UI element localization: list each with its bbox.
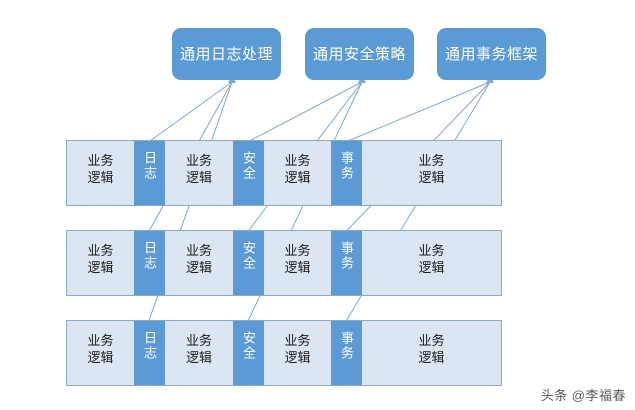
business-logic-line-2: 逻辑 [284, 350, 311, 365]
business-logic-cell: 业务逻辑 [165, 321, 233, 385]
business-logic-line-2: 逻辑 [418, 260, 445, 275]
business-logic-line-2: 逻辑 [185, 260, 212, 275]
business-logic-line-1: 业务 [284, 153, 311, 168]
concern-cell-transaction[interactable]: 事务 [331, 231, 362, 295]
concern-cell-label: 事务 [339, 331, 354, 361]
connector-line [247, 81, 363, 143]
business-logic-line-2: 逻辑 [87, 260, 114, 275]
business-logic-line-2: 逻辑 [185, 350, 212, 365]
business-logic-cell: 业务逻辑 [362, 321, 501, 385]
connector-line [345, 81, 491, 143]
concern-cell-label: 事务 [339, 241, 354, 271]
business-logic-line-1: 业务 [87, 243, 114, 258]
module-row-inner: 业务逻辑业务逻辑业务逻辑业务逻辑日志安全事务 [67, 231, 501, 295]
module-row-inner: 业务逻辑业务逻辑业务逻辑业务逻辑日志安全事务 [67, 321, 501, 385]
business-logic-cell: 业务逻辑 [67, 141, 134, 205]
business-logic-line-2: 逻辑 [87, 170, 114, 185]
business-logic-cell: 业务逻辑 [362, 141, 501, 205]
business-logic-line-1: 业务 [418, 153, 445, 168]
concern-cell-transaction[interactable]: 事务 [331, 141, 362, 205]
concern-cell-security[interactable]: 安全 [233, 141, 264, 205]
module-row: 业务逻辑业务逻辑业务逻辑业务逻辑日志安全事务 [66, 230, 502, 296]
business-logic-line-1: 业务 [284, 333, 311, 348]
concern-cell-security[interactable]: 安全 [233, 231, 264, 295]
concern-cell-label: 安全 [241, 241, 256, 271]
aspect-box-logging[interactable]: 通用日志处理 [172, 28, 281, 80]
business-logic-line-2: 逻辑 [418, 350, 445, 365]
business-logic-cell: 业务逻辑 [165, 141, 233, 205]
business-logic-line-2: 逻辑 [185, 170, 212, 185]
module-row: 业务逻辑业务逻辑业务逻辑业务逻辑日志安全事务 [66, 140, 502, 206]
connector-line [148, 81, 233, 143]
business-logic-line-2: 逻辑 [284, 170, 311, 185]
concern-cell-security[interactable]: 安全 [233, 321, 264, 385]
concern-cell-label: 事务 [339, 151, 354, 181]
business-logic-cell: 业务逻辑 [264, 231, 331, 295]
concern-cell-label: 安全 [241, 151, 256, 181]
business-logic-cell: 业务逻辑 [67, 231, 134, 295]
aspect-box-transaction[interactable]: 通用事务框架 [437, 28, 546, 80]
concern-cell-label: 安全 [241, 331, 256, 361]
aspect-box-security[interactable]: 通用安全策略 [305, 28, 414, 80]
business-logic-line-2: 逻辑 [87, 350, 114, 365]
business-logic-line-1: 业务 [185, 243, 212, 258]
module-row-inner: 业务逻辑业务逻辑业务逻辑业务逻辑日志安全事务 [67, 141, 501, 205]
concern-cell-label: 日志 [142, 241, 157, 271]
business-logic-cell: 业务逻辑 [362, 231, 501, 295]
business-logic-cell: 业务逻辑 [264, 321, 331, 385]
business-logic-line-1: 业务 [185, 333, 212, 348]
concern-cell-logging[interactable]: 日志 [134, 231, 165, 295]
concern-cell-label: 日志 [142, 331, 157, 361]
business-logic-cell: 业务逻辑 [264, 141, 331, 205]
business-logic-line-1: 业务 [87, 153, 114, 168]
business-logic-line-1: 业务 [418, 243, 445, 258]
business-logic-line-1: 业务 [87, 333, 114, 348]
module-row: 业务逻辑业务逻辑业务逻辑业务逻辑日志安全事务 [66, 320, 502, 386]
business-logic-line-2: 逻辑 [418, 170, 445, 185]
business-logic-line-1: 业务 [284, 243, 311, 258]
business-logic-cell: 业务逻辑 [67, 321, 134, 385]
business-logic-line-1: 业务 [185, 153, 212, 168]
concern-cell-logging[interactable]: 日志 [134, 141, 165, 205]
concern-cell-logging[interactable]: 日志 [134, 321, 165, 385]
business-logic-line-1: 业务 [418, 333, 445, 348]
business-logic-line-2: 逻辑 [284, 260, 311, 275]
concern-cell-label: 日志 [142, 151, 157, 181]
business-logic-cell: 业务逻辑 [165, 231, 233, 295]
concern-cell-transaction[interactable]: 事务 [331, 321, 362, 385]
watermark-label: 头条 @李福春 [540, 388, 626, 403]
